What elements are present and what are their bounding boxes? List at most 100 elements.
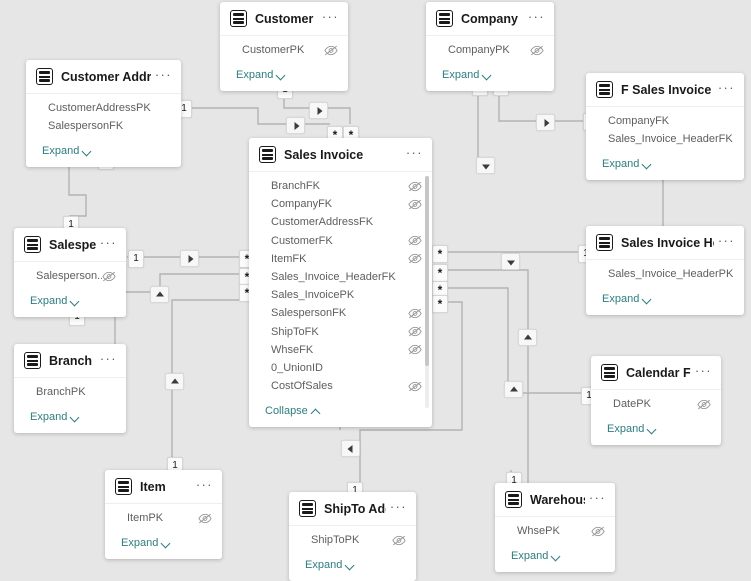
more-options-icon[interactable]: ··· bbox=[195, 476, 213, 492]
expand-button[interactable]: Expand bbox=[602, 158, 652, 170]
arrow-left-icon[interactable] bbox=[341, 440, 360, 457]
table-header-branch[interactable]: Branch··· bbox=[14, 344, 126, 377]
table-header-company[interactable]: Company··· bbox=[426, 2, 554, 35]
field-row[interactable]: BranchPK bbox=[14, 383, 126, 401]
hidden-field-icon[interactable] bbox=[408, 253, 422, 264]
more-options-icon[interactable]: ··· bbox=[405, 144, 423, 160]
more-options-icon[interactable]: ··· bbox=[389, 498, 407, 514]
arrow-up-icon[interactable] bbox=[518, 329, 537, 346]
arrow-right-icon[interactable] bbox=[536, 114, 555, 131]
expand-button[interactable]: Expand bbox=[607, 423, 657, 435]
hidden-field-icon[interactable] bbox=[408, 235, 422, 246]
hidden-field-icon[interactable] bbox=[697, 399, 711, 410]
expand-button[interactable]: Expand bbox=[442, 69, 492, 81]
field-row[interactable]: Sales_Invoice_HeaderFK bbox=[249, 268, 432, 286]
field-row[interactable]: ShipToFK bbox=[249, 323, 432, 341]
hidden-field-icon[interactable] bbox=[408, 308, 422, 319]
scrollbar-thumb[interactable] bbox=[425, 176, 429, 366]
field-row[interactable]: ItemFK bbox=[249, 250, 432, 268]
field-row[interactable]: SalespersonFK bbox=[26, 117, 181, 135]
more-options-icon[interactable]: ··· bbox=[717, 232, 735, 248]
arrow-right-icon[interactable] bbox=[286, 117, 305, 134]
arrow-up-icon[interactable] bbox=[504, 381, 523, 398]
hidden-field-icon[interactable] bbox=[408, 199, 422, 210]
more-options-icon[interactable]: ··· bbox=[588, 489, 606, 505]
field-row[interactable]: Sales_Invoice_HeaderPK bbox=[586, 265, 744, 283]
field-row[interactable]: WhseFK bbox=[249, 341, 432, 359]
field-row[interactable]: ShipToPK bbox=[289, 531, 416, 549]
arrow-up-icon[interactable] bbox=[165, 373, 184, 390]
field-row[interactable]: Sales_Invoice_HeaderFK bbox=[586, 130, 744, 148]
hidden-field-icon[interactable] bbox=[324, 45, 338, 56]
table-card-branch[interactable]: Branch··· BranchPK Expand bbox=[14, 344, 126, 434]
expand-button[interactable]: Expand bbox=[305, 559, 355, 571]
more-options-icon[interactable]: ··· bbox=[99, 234, 117, 250]
table-header-calendar-fiscal[interactable]: Calendar Fiscal··· bbox=[591, 356, 721, 389]
table-card-customer-address[interactable]: Customer Address··· CustomerAddressPKSale… bbox=[26, 60, 181, 168]
expand-button[interactable]: Expand bbox=[42, 145, 92, 157]
more-options-icon[interactable]: ··· bbox=[694, 362, 712, 378]
hidden-field-icon[interactable] bbox=[408, 326, 422, 337]
expand-button[interactable]: Expand bbox=[30, 411, 80, 423]
field-row[interactable]: CostOfSales bbox=[249, 377, 432, 395]
hidden-field-icon[interactable] bbox=[102, 271, 116, 282]
table-header-sales-invoice-header[interactable]: Sales Invoice Header··· bbox=[586, 226, 744, 259]
more-options-icon[interactable]: ··· bbox=[527, 8, 545, 24]
field-row[interactable]: CustomerAddressPK bbox=[26, 99, 181, 117]
hidden-field-icon[interactable] bbox=[408, 344, 422, 355]
field-row[interactable]: Salesperson... bbox=[14, 267, 126, 285]
table-header-sales-invoice[interactable]: Sales Invoice··· bbox=[249, 138, 432, 171]
table-header-customer[interactable]: Customer··· bbox=[220, 2, 348, 35]
hidden-field-icon[interactable] bbox=[591, 526, 605, 537]
expand-button[interactable]: Expand bbox=[511, 550, 561, 562]
field-row[interactable]: WhsePK bbox=[495, 522, 615, 540]
table-card-calendar-fiscal[interactable]: Calendar Fiscal··· DatePK Expand bbox=[591, 356, 721, 446]
field-row[interactable]: Sales_InvoicePK bbox=[249, 286, 432, 304]
hidden-field-icon[interactable] bbox=[392, 535, 406, 546]
arrow-down-icon[interactable] bbox=[501, 253, 520, 270]
expand-button[interactable]: Expand bbox=[602, 293, 652, 305]
table-card-warehouse[interactable]: Warehouse··· WhsePK Expand bbox=[495, 483, 615, 573]
hidden-field-icon[interactable] bbox=[530, 45, 544, 56]
table-card-customer[interactable]: Customer··· CustomerPK Expand bbox=[220, 2, 348, 92]
collapse-button[interactable]: Collapse bbox=[265, 405, 321, 417]
field-row[interactable]: SalespersonFK bbox=[249, 304, 432, 322]
field-row[interactable]: 0_UnionID bbox=[249, 359, 432, 377]
table-card-f-sales-invoice-header[interactable]: F Sales Invoice Header··· CompanyFKSales_… bbox=[586, 73, 744, 181]
arrow-right-icon[interactable] bbox=[309, 102, 328, 119]
hidden-field-icon[interactable] bbox=[198, 513, 212, 524]
table-card-company[interactable]: Company··· CompanyPK Expand bbox=[426, 2, 554, 92]
table-header-f-sales-invoice-header[interactable]: F Sales Invoice Header··· bbox=[586, 73, 744, 106]
table-card-sales-invoice-header[interactable]: Sales Invoice Header··· Sales_Invoice_Hea… bbox=[586, 226, 744, 316]
table-card-salesperson[interactable]: Salesperson··· Salesperson... Expand bbox=[14, 228, 126, 318]
arrow-right-icon[interactable] bbox=[180, 250, 199, 267]
arrow-down-icon[interactable] bbox=[476, 157, 495, 174]
table-header-warehouse[interactable]: Warehouse··· bbox=[495, 483, 615, 516]
more-options-icon[interactable]: ··· bbox=[154, 66, 172, 82]
table-header-shipto-address[interactable]: ShipTo Address··· bbox=[289, 492, 416, 525]
field-row[interactable]: DatePK bbox=[591, 395, 721, 413]
table-header-customer-address[interactable]: Customer Address··· bbox=[26, 60, 181, 93]
field-row[interactable]: BranchFK bbox=[249, 177, 432, 195]
table-header-item[interactable]: Item··· bbox=[105, 470, 222, 503]
field-row[interactable]: CustomerPK bbox=[220, 41, 348, 59]
arrow-up-icon[interactable] bbox=[150, 286, 169, 303]
field-row[interactable]: CompanyFK bbox=[586, 112, 744, 130]
table-card-shipto-address[interactable]: ShipTo Address··· ShipToPK Expand bbox=[289, 492, 416, 581]
expand-button[interactable]: Expand bbox=[236, 69, 286, 81]
table-header-salesperson[interactable]: Salesperson··· bbox=[14, 228, 126, 261]
expand-button[interactable]: Expand bbox=[30, 295, 80, 307]
field-row[interactable]: CompanyPK bbox=[426, 41, 554, 59]
more-options-icon[interactable]: ··· bbox=[99, 350, 117, 366]
hidden-field-icon[interactable] bbox=[408, 181, 422, 192]
table-card-item[interactable]: Item··· ItemPK Expand bbox=[105, 470, 222, 560]
field-row[interactable]: CustomerAddressFK bbox=[249, 213, 432, 231]
field-row[interactable]: CompanyFK bbox=[249, 195, 432, 213]
field-row[interactable]: ItemPK bbox=[105, 509, 222, 527]
hidden-field-icon[interactable] bbox=[408, 381, 422, 392]
expand-button[interactable]: Expand bbox=[121, 537, 171, 549]
field-row[interactable]: CustomerFK bbox=[249, 232, 432, 250]
